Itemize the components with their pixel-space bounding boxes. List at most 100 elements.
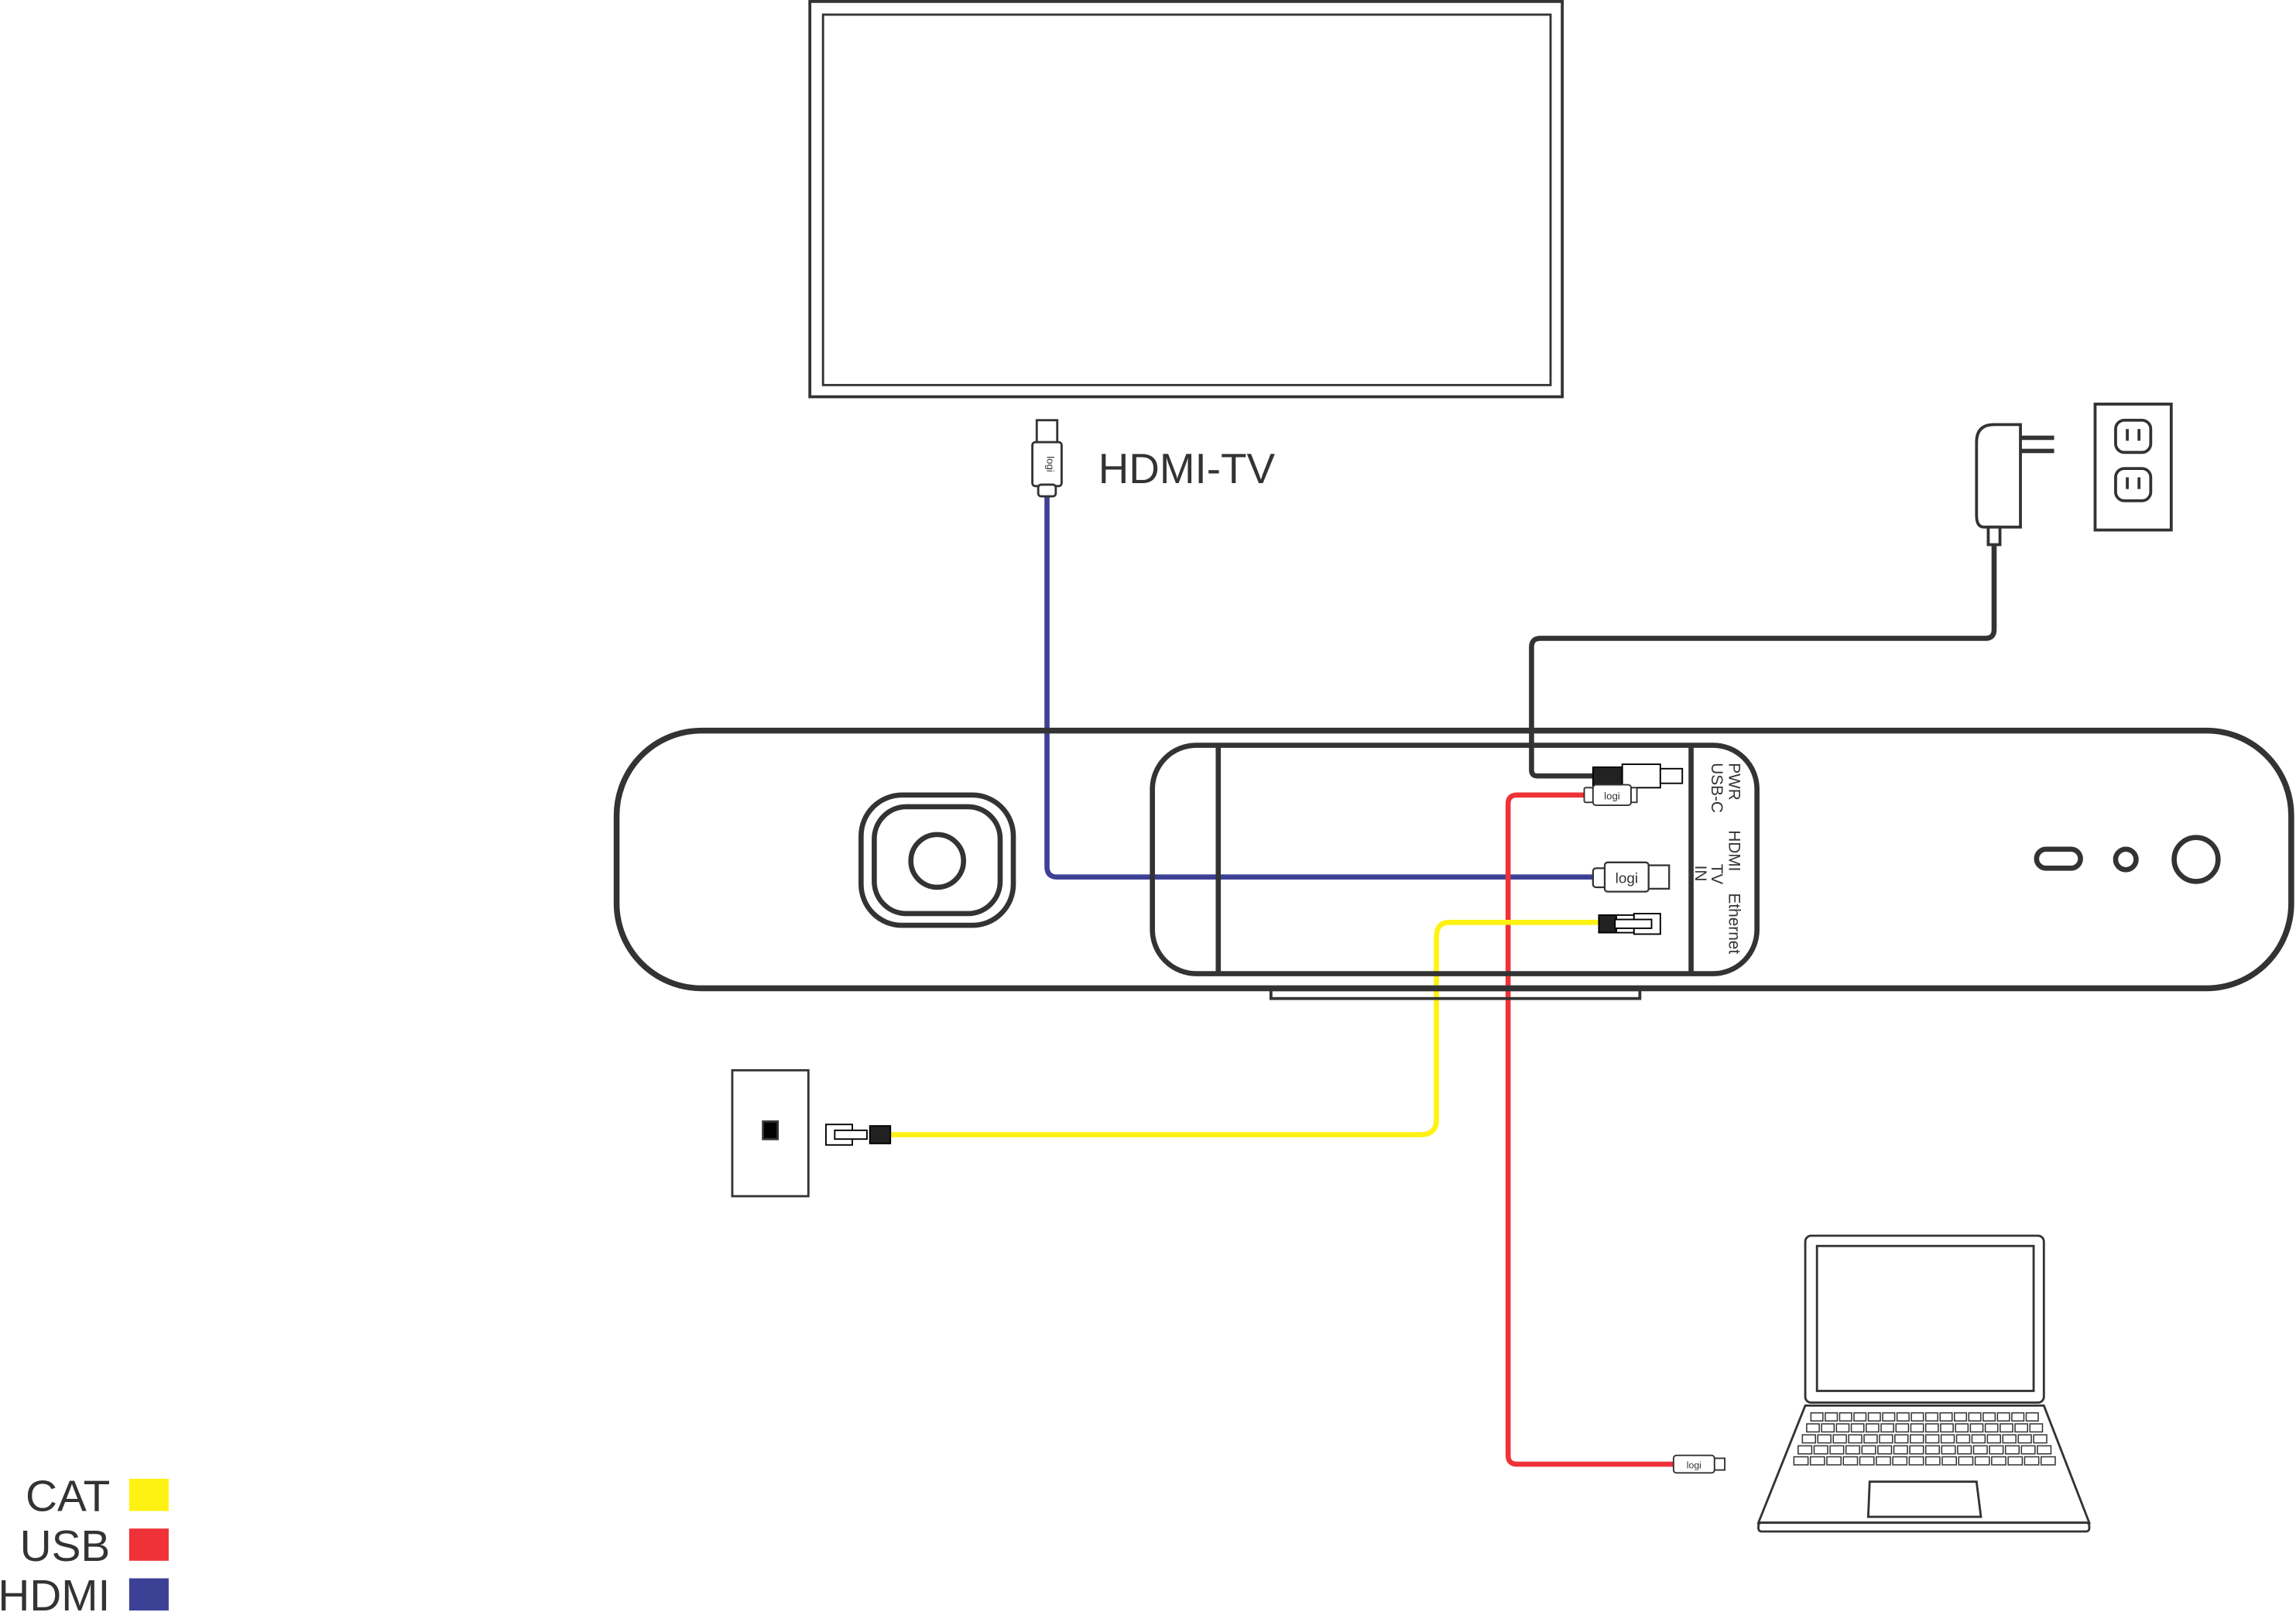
keyboard-key <box>1793 1456 1809 1466</box>
keyboard-key <box>1895 1423 1910 1433</box>
keyboard-key <box>1893 1445 1908 1455</box>
keyboard-key <box>1955 1434 1971 1444</box>
keyboard-key <box>2002 1434 2017 1444</box>
keyboard-key <box>1880 1423 1894 1433</box>
keyboard-key <box>1982 1412 1996 1422</box>
ethernet-wall-jack <box>731 1068 810 1198</box>
usb-c-connector: logi <box>1583 784 1638 806</box>
keyboard-key <box>1835 1423 1850 1433</box>
usb-cable <box>1505 792 1677 1467</box>
keyboard-key <box>1842 1456 1859 1466</box>
legend-label-cat: CAT <box>26 1473 110 1521</box>
keyboard-key <box>1941 1456 1958 1466</box>
ethernet-connector-wall <box>825 1123 892 1146</box>
keyboard-key <box>1974 1456 1990 1466</box>
keyboard-key <box>1909 1445 1924 1455</box>
keyboard-key <box>1832 1434 1847 1444</box>
keyboard-key <box>1826 1456 1842 1466</box>
legend: CAT USB HDMI <box>0 1473 169 1612</box>
keyboard-key <box>1984 1423 1999 1433</box>
legend-swatch-cat <box>129 1478 169 1511</box>
ethernet-cable <box>890 920 1599 1137</box>
keyboard-key <box>2040 1456 2056 1466</box>
wall-outlet <box>2093 403 2173 532</box>
hdmi-in-connector: logi <box>1592 861 1671 893</box>
keyboard-key <box>1957 1445 1972 1455</box>
keyboard-key <box>1850 1423 1865 1433</box>
keyboard-key <box>1910 1423 1924 1433</box>
keyboard-key <box>2017 1434 2032 1444</box>
keyboard-key <box>1839 1412 1852 1422</box>
keyboard-key <box>1810 1412 1824 1422</box>
keyboard-key <box>1817 1434 1832 1444</box>
keyboard-key <box>1863 1434 1878 1444</box>
keyboard-key <box>1989 1445 2004 1455</box>
keyboard-key <box>1896 1412 1910 1422</box>
keyboard-key <box>1866 1423 1880 1433</box>
power-connector <box>1592 763 1684 789</box>
keyboard-key <box>1910 1412 1924 1422</box>
keyboard-key <box>2014 1423 2029 1433</box>
keyboard-key <box>1801 1434 1817 1444</box>
legend-label-hdmi: HDMI <box>0 1572 110 1612</box>
logi-logo: logi <box>1604 790 1620 801</box>
port-label-tv: TV <box>1708 864 1725 885</box>
hdmi-tv-label: HDMI-TV <box>1098 444 1276 492</box>
keyboard-key <box>1940 1423 1954 1433</box>
keyboard-key <box>1853 1412 1867 1422</box>
keyboard-key <box>1876 1456 1891 1466</box>
keyboard-key <box>1940 1434 1955 1444</box>
keyboard-key <box>2033 1434 2048 1444</box>
keyboard-key <box>1924 1423 1939 1433</box>
port-label-ethernet: Ethernet <box>1725 893 1743 955</box>
keyboard-key <box>1879 1434 1893 1444</box>
keyboard-key <box>1968 1412 1982 1422</box>
keyboard-key <box>1867 1412 1881 1422</box>
legend-swatch-usb <box>129 1528 169 1561</box>
keyboard-key <box>2037 1445 2052 1455</box>
hdmi-cable <box>1044 495 1599 880</box>
video-bar <box>613 727 2294 1000</box>
logi-logo: logi <box>1616 870 1638 887</box>
port-label-in: IN <box>1691 866 1709 882</box>
ethernet-connector-bar <box>1598 913 1661 935</box>
port-label-pwr: PWR <box>1725 763 1743 801</box>
keyboard-key <box>1882 1412 1896 1422</box>
tv-display <box>808 0 1564 399</box>
keyboard-key <box>1797 1445 1813 1455</box>
keyboard-key <box>1806 1423 1820 1433</box>
keyboard-key <box>1969 1423 1984 1433</box>
keyboard-key <box>1908 1456 1924 1466</box>
hdmi-tv-connector: logi <box>1031 419 1063 498</box>
keyboard-key <box>1848 1434 1863 1444</box>
keyboard-key <box>2011 1412 2025 1422</box>
keyboard-key <box>1813 1445 1828 1455</box>
laptop <box>1756 1234 2091 1533</box>
keyboard-key <box>1910 1434 1924 1444</box>
keyboard-key <box>1894 1434 1909 1444</box>
usb-laptop-connector: logi <box>1672 1454 1726 1474</box>
keyboard-key <box>1924 1445 1941 1455</box>
keyboard-key <box>1958 1456 1974 1466</box>
keyboard-key <box>2007 1456 2024 1466</box>
keyboard-key <box>1971 1434 1986 1444</box>
power-adapter <box>1975 423 2054 547</box>
keyboard-key <box>2004 1445 2020 1455</box>
keyboard-key <box>1955 1423 1969 1433</box>
keyboard-key <box>1845 1445 1861 1455</box>
keyboard-key <box>1829 1445 1845 1455</box>
legend-swatch-hdmi <box>129 1578 169 1611</box>
keyboard-key <box>1924 1434 1940 1444</box>
keyboard-key <box>1825 1412 1839 1422</box>
keyboard-key <box>1861 1445 1876 1455</box>
keyboard-key <box>1972 1445 1988 1455</box>
keyboard-key <box>2024 1456 2040 1466</box>
keyboard-key <box>1924 1456 1941 1466</box>
keyboard-key <box>1996 1412 2010 1422</box>
keyboard-key <box>1939 1412 1953 1422</box>
logi-logo: logi <box>1045 456 1057 472</box>
port-label-hdmi: HDMI <box>1725 830 1743 871</box>
laptop-keyboard <box>1793 1412 2056 1466</box>
keyboard-key <box>1892 1456 1908 1466</box>
